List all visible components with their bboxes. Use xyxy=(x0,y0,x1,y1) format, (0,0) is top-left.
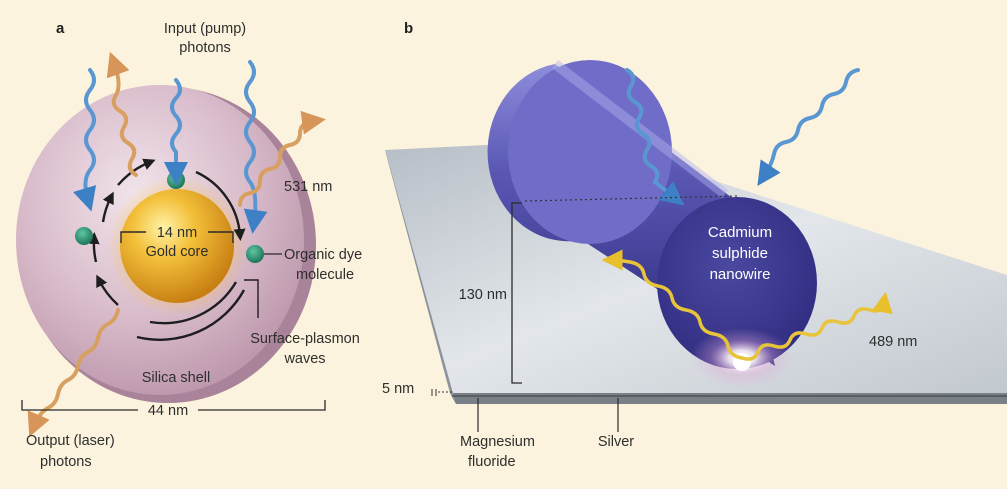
panel-b: b Cadmium sulphide nanowire xyxy=(382,20,1007,470)
silver-side-edge xyxy=(385,150,456,404)
gold-core-sphere xyxy=(120,189,234,303)
dye-label-2: molecule xyxy=(296,267,354,283)
input-photons-label-2: photons xyxy=(179,40,231,56)
mgf-label-1: Magnesium xyxy=(460,434,535,450)
panel-a: a 14 nm Gold core xyxy=(16,20,362,470)
output-photon-up xyxy=(106,51,138,177)
nanowire-label-1: Cadmium xyxy=(708,224,772,241)
dye-molecule-left xyxy=(75,227,93,245)
panel-a-letter: a xyxy=(56,20,65,37)
dye-molecule-right xyxy=(246,245,264,263)
wavelength-489-label: 489 nm xyxy=(869,334,917,350)
height-bracket xyxy=(511,202,522,384)
gold-core-label: Gold core xyxy=(146,244,209,260)
input-photons-label-1: Input (pump) xyxy=(164,21,246,37)
output-photons-label-2: photons xyxy=(40,454,92,470)
shell-size-label: 44 nm xyxy=(148,403,188,419)
panel-b-letter: b xyxy=(404,20,413,37)
dye-label-1: Organic dye xyxy=(284,247,362,263)
wavelength-531-label: 531 nm xyxy=(284,179,332,195)
plasmon-label-2: waves xyxy=(283,351,325,367)
gold-size-label: 14 nm xyxy=(157,225,197,241)
output-photon-down xyxy=(27,308,120,438)
output-photon-b-right xyxy=(740,291,893,361)
silver-front-edge xyxy=(450,393,1007,404)
nanowire-label-2: sulphide xyxy=(712,245,768,262)
output-photon-b-left xyxy=(601,249,744,360)
silver-label: Silver xyxy=(598,434,634,450)
output-photons-label-1: Output (laser) xyxy=(26,433,115,449)
shell-size-bracket xyxy=(21,400,326,411)
mgf-label-2: fluoride xyxy=(468,454,516,470)
pump-photon-2 xyxy=(164,78,188,186)
pump-photon-b2 xyxy=(757,68,860,186)
silica-shell-label: Silica shell xyxy=(142,370,211,386)
height-dotted-guide xyxy=(524,195,739,202)
pump-photons xyxy=(73,60,268,234)
gap-label: 5 nm xyxy=(382,381,414,397)
pump-photons-b xyxy=(625,68,860,206)
pump-photon-1 xyxy=(73,68,97,212)
nanowire-label-3: nanowire xyxy=(710,266,771,283)
output-photons-b xyxy=(601,249,893,361)
output-photon-right xyxy=(238,110,326,207)
height-label: 130 nm xyxy=(459,287,507,303)
plasmon-leader xyxy=(244,279,259,318)
gold-core xyxy=(107,176,247,316)
nanowire-end xyxy=(657,197,817,369)
output-photons-a xyxy=(27,51,326,438)
pump-photon-3 xyxy=(243,60,268,234)
gold-size-bracket xyxy=(120,231,234,243)
gap-bracket xyxy=(431,389,437,396)
plasmon-arrows xyxy=(87,158,246,341)
pump-photon-b1 xyxy=(625,68,685,206)
plasmon-label-1: Surface-plasmon xyxy=(250,331,360,347)
